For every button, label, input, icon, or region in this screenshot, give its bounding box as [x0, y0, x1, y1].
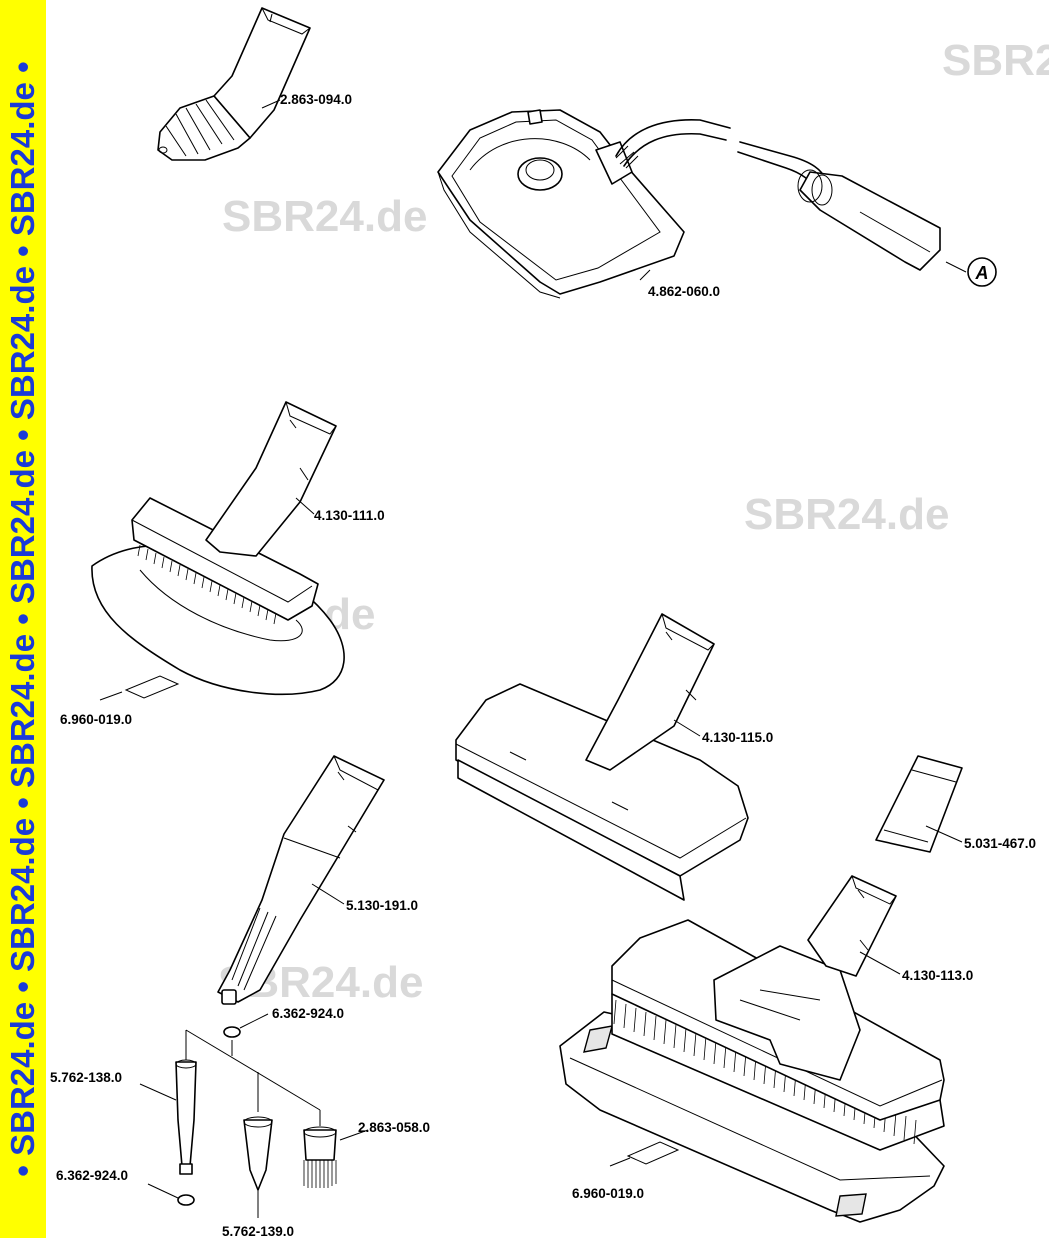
watermark: SBR2 — [942, 36, 1049, 85]
part-label: 5.762-139.0 — [222, 1224, 295, 1239]
part-label: 6.960-019.0 — [60, 712, 133, 727]
nozzle-2.863-094.0 — [157, 7, 311, 161]
part-label: 6.362-924.0 — [56, 1168, 129, 1183]
round-brush-2.863-058.0 — [303, 1126, 369, 1188]
part-label: 5.031-467.0 — [964, 836, 1037, 851]
part-label: 6.960-019.0 — [572, 1186, 645, 1201]
long-nozzle-5.130-191.0 — [217, 755, 385, 1005]
o-ring-lower — [177, 1194, 195, 1206]
part-label: 4.130-115.0 — [702, 730, 774, 745]
tip-5.762-138.0 — [139, 1059, 197, 1175]
part-label: 2.863-058.0 — [358, 1120, 431, 1135]
squeegee-insert-5.031-467.0 — [875, 755, 963, 853]
iron-4.862-060.0: A — [437, 109, 997, 299]
o-ring-upper — [223, 1026, 241, 1038]
part-label: 5.762-138.0 — [50, 1070, 123, 1085]
watermark: SBR24.de — [222, 192, 428, 241]
sidebar-banner: • SBR24.de • SBR24.de • SBR24.de • SBR24… — [0, 0, 46, 1238]
callout-letter-a: A — [975, 263, 989, 283]
part-label: 5.130-191.0 — [346, 898, 419, 913]
hand-brush-4.130-113.0 — [559, 875, 945, 1223]
part-label: 2.863-094.0 — [280, 92, 353, 107]
brush-4.130-111.0 — [91, 401, 345, 701]
floor-nozzle-4.130-115.0 — [455, 613, 749, 901]
watermark: SBR24.de — [744, 490, 950, 539]
part-label: 6.362-924.0 — [272, 1006, 345, 1021]
tip-5.762-139.0 — [243, 1116, 273, 1218]
part-label: 4.130-113.0 — [902, 968, 974, 983]
part-label: 4.130-111.0 — [314, 508, 385, 523]
part-label: 4.862-060.0 — [648, 284, 721, 299]
